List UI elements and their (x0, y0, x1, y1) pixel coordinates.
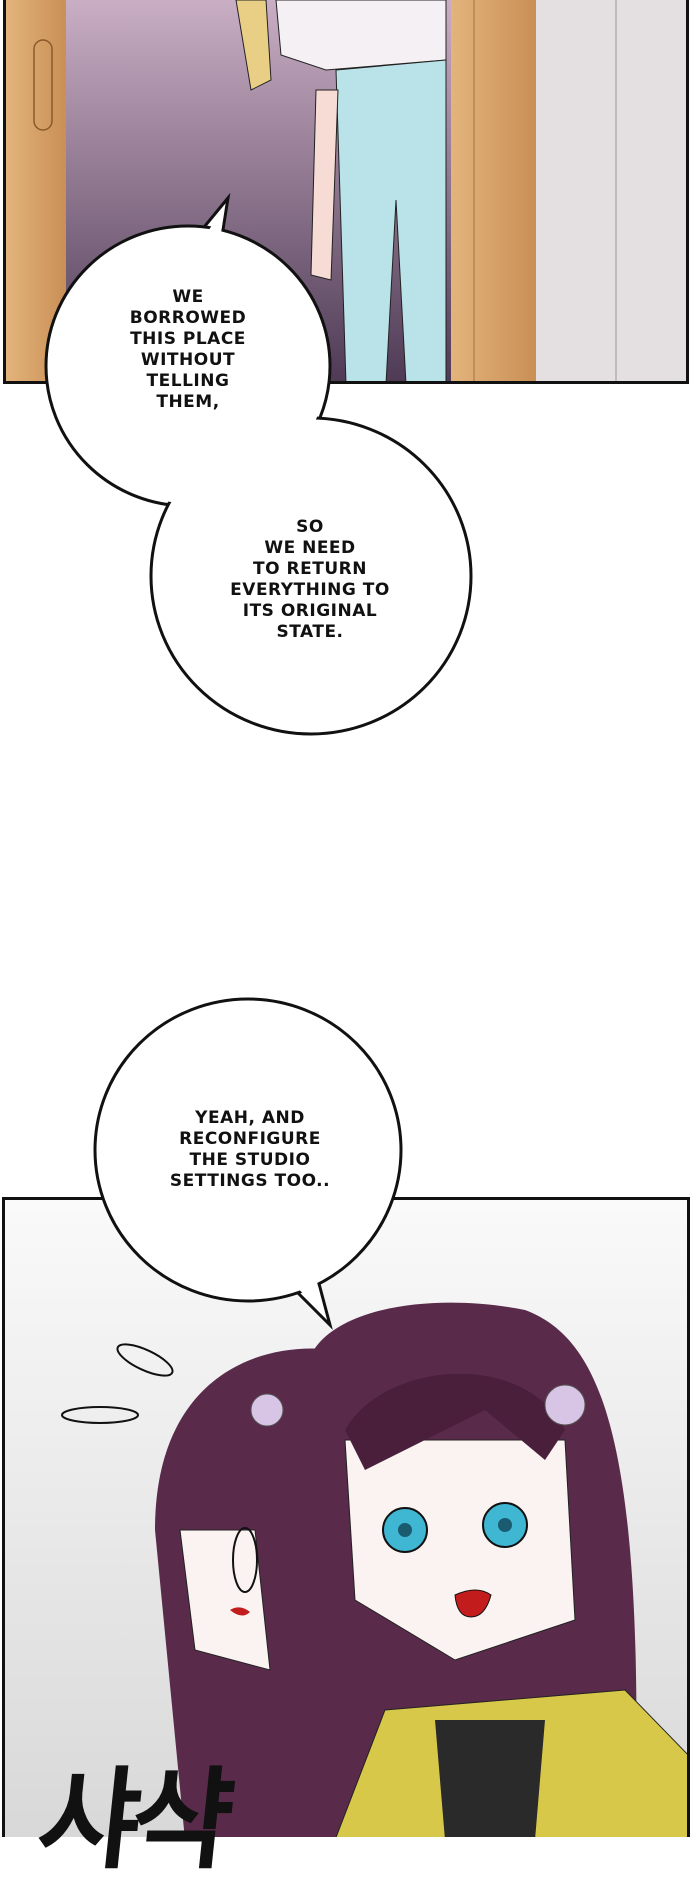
speech-bubble: YEAH, AND RECONFIGURE THE STUDIO SETTING… (120, 1090, 380, 1210)
sound-effect-text: 샤샥 (32, 1756, 233, 1884)
bubble-text: YEAH, AND RECONFIGURE THE STUDIO SETTING… (169, 1108, 331, 1191)
panel-doorway (3, 0, 689, 384)
panel-two-girls (2, 1197, 690, 1837)
doorway-art (6, 0, 686, 381)
speech-bubble: SO WE NEED TO RETURN EVERYTHING TO ITS O… (180, 505, 440, 655)
bubble-text: SO WE NEED TO RETURN EVERYTHING TO ITS O… (230, 517, 390, 642)
speech-bubble: WE BORROWED THIS PLACE WITHOUT TELLING T… (68, 265, 308, 435)
bubble-text: WE BORROWED THIS PLACE WITHOUT TELLING T… (129, 287, 247, 412)
two-girls-art (61, 1302, 687, 1837)
